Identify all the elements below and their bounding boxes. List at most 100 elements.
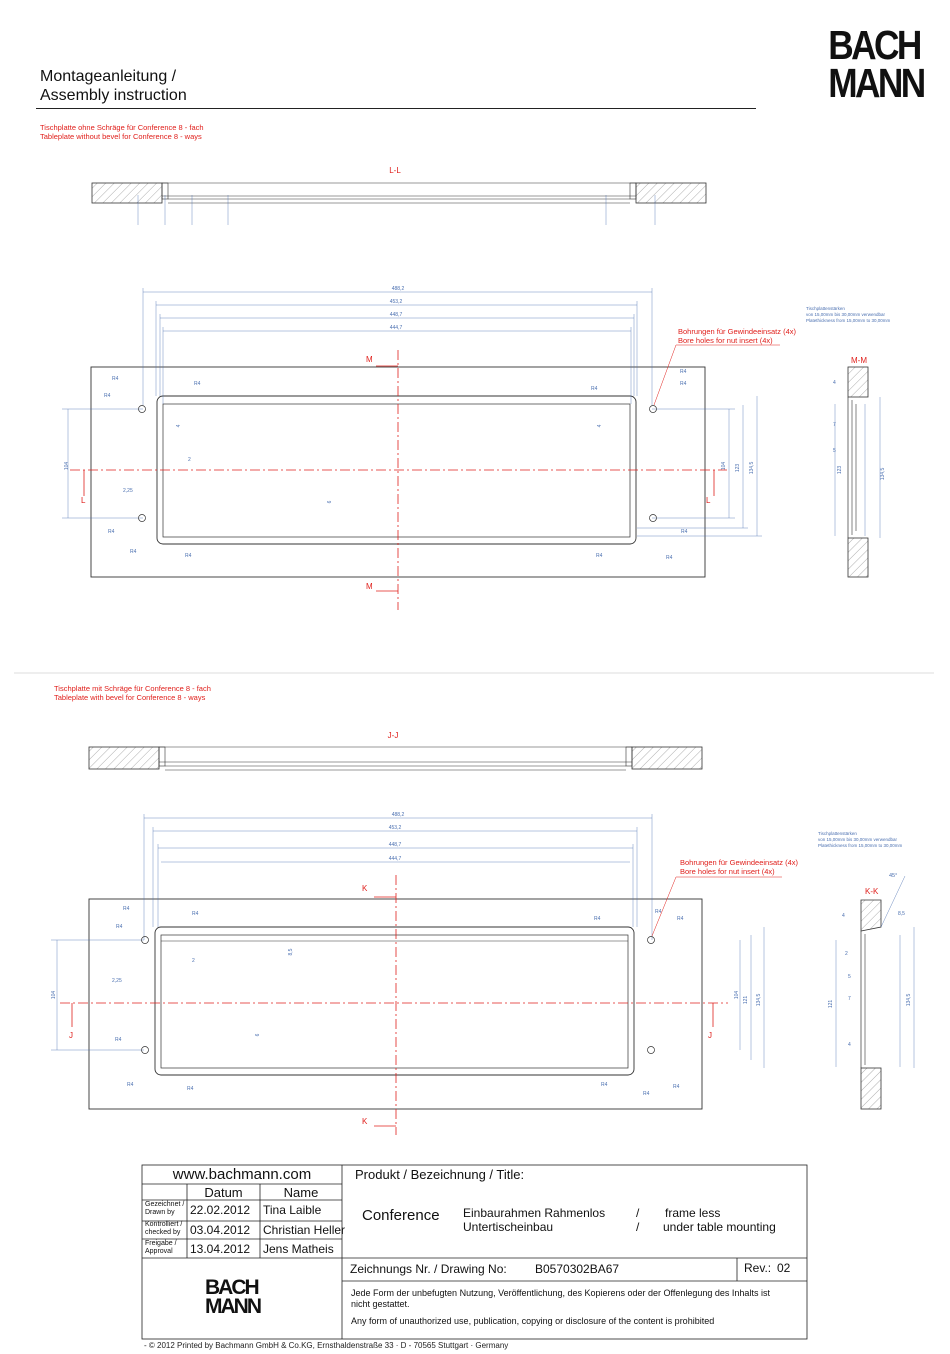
row-approval-name: Jens Matheis [263,1242,334,1256]
section1-section-label: L-L [389,166,401,175]
col-name: Name [283,1185,319,1200]
svg-text:R4: R4 [677,916,684,922]
product-en-1: frame less [665,1206,721,1220]
svg-text:104: 104 [64,462,70,471]
svg-text:488,2: 488,2 [392,286,405,292]
svg-text:104: 104 [734,991,740,1000]
svg-text:453,2: 453,2 [390,299,403,305]
svg-text:R4: R4 [591,386,598,392]
col-datum: Datum [204,1185,243,1200]
header-title-de: Montageanleitung / [40,68,177,85]
website-link[interactable]: www.bachmann.com [172,1166,312,1183]
legal-de: Jede Form der unbefugten Nutzung, Veröff… [351,1288,770,1309]
product-en-2: under table mounting [663,1220,776,1234]
row-drawn-label: Gezeichnet / Drawn by [145,1201,185,1216]
svg-text:121: 121 [743,996,749,1005]
section2-bore-en: Bore holes for nut insert (4x) [680,867,775,876]
svg-text:121: 121 [828,1000,834,1009]
svg-text:123: 123 [735,464,741,473]
svg-text:2,25: 2,25 [112,978,122,984]
svg-text:453,2: 453,2 [389,825,402,831]
row-checked-date: 03.04.2012 [190,1223,251,1237]
svg-text:M: M [366,355,373,364]
row-checked-name: Christian Heller [263,1223,346,1237]
svg-text:8,5: 8,5 [898,911,905,917]
svg-text:K: K [362,1117,368,1126]
section1-plan-view: 488,2 453,2 448,7 444,7 104 104 123 134,… [62,286,796,610]
svg-text:R4: R4 [185,553,192,559]
row-approval-label: Freigabe / Approval [145,1240,177,1255]
svg-text:R4: R4 [123,906,130,912]
svg-text:R4: R4 [596,553,603,559]
svg-text:8,5: 8,5 [288,948,294,955]
svg-text:R4: R4 [594,916,601,922]
svg-text:R4: R4 [643,1091,650,1097]
svg-text:R4: R4 [115,1037,122,1043]
section2-note: Tischplatte mit Schräge für Conference 8… [54,684,211,702]
svg-text:2: 2 [188,457,191,463]
svg-text:6: 6 [255,1033,261,1036]
svg-text:R4: R4 [127,1082,134,1088]
svg-text:2: 2 [845,951,848,957]
section2-cross-section: J-J [88,731,703,771]
svg-text:5: 5 [848,974,851,980]
svg-text:4: 4 [597,424,603,427]
product-de-2: Untertischeinbau [463,1220,554,1234]
svg-text:104: 104 [721,462,727,471]
section1-note: Tischplatte ohne Schräge für Conference … [40,123,204,141]
svg-text:R4: R4 [116,924,123,930]
section2-section-label: J-J [388,731,399,740]
product-name: Conference [362,1207,440,1224]
svg-text:448,7: 448,7 [389,842,402,848]
svg-text:R4: R4 [666,555,673,561]
section1-bore-de: Bohrungen für Gewindeeinsatz (4x) [678,327,796,336]
header-title: Montageanleitung / Assembly instruction [40,67,187,105]
row-drawn-date: 22.02.2012 [190,1203,251,1217]
svg-text:L: L [706,496,711,505]
svg-text:K-K: K-K [865,887,879,896]
drawing-no: B0570302BA67 [535,1262,620,1276]
svg-text:4: 4 [848,1042,851,1048]
svg-text:2,25: 2,25 [123,488,133,494]
svg-text:Platethickness from 15,00mm to: Platethickness from 15,00mm to 30,00mm [806,318,891,323]
svg-text:M-M: M-M [851,356,867,365]
svg-text:K: K [362,884,368,893]
svg-text:488,2: 488,2 [392,812,405,818]
svg-text:2: 2 [192,958,195,964]
svg-text:L: L [81,496,86,505]
svg-text:M: M [366,582,373,591]
header-title-en: Assembly instruction [40,87,187,104]
svg-text:von 15,00mm bis 30,00mm verwen: von 15,00mm bis 30,00mm verwendbar [806,312,886,317]
section2-side-section: Tischplattenstärken von 15,00mm bis 30,0… [818,831,915,1110]
svg-text:134,5: 134,5 [756,994,762,1007]
svg-text:123: 123 [837,466,843,475]
svg-text:6: 6 [327,500,333,503]
section2-bore-de: Bohrungen für Gewindeeinsatz (4x) [680,858,798,867]
svg-text:444,7: 444,7 [389,856,402,862]
svg-text:R4: R4 [601,1082,608,1088]
svg-text:R4: R4 [130,549,137,555]
rev-label: Rev.: [744,1261,772,1275]
title-block-logo: BACH MANN [205,1276,262,1318]
svg-text:104: 104 [51,991,57,1000]
svg-text:Tischplattenstärken: Tischplattenstärken [806,306,845,311]
svg-text:Platethickness from 15,00mm to: Platethickness from 15,00mm to 30,00mm [818,843,903,848]
section1-side-section: Tischplattenstärken von 15,00mm bis 30,0… [806,306,891,578]
row-drawn-name: Tina Laible [263,1203,322,1217]
section2-plan-view: 488,2 453,2 448,7 444,7 104 104 121 134,… [51,812,798,1135]
section1-bore-en: Bore holes for nut insert (4x) [678,336,773,345]
svg-text:R4: R4 [194,381,201,387]
product-heading: Produkt / Bezeichnung / Title: [355,1167,525,1182]
svg-text:von 15,00mm bis 30,00mm verwen: von 15,00mm bis 30,00mm verwendbar [818,837,898,842]
legal-en: Any form of unauthorized use, publicatio… [351,1316,715,1326]
svg-text:5: 5 [833,448,836,454]
section1-cross-section: L-L [91,166,707,225]
row-checked-label: Kontrolliert / checked by [145,1221,183,1236]
svg-text:R4: R4 [655,909,662,915]
svg-text:134,5: 134,5 [749,462,755,475]
svg-text:45°: 45° [889,873,897,879]
svg-text:448,7: 448,7 [390,312,403,318]
svg-text:R4: R4 [112,376,119,382]
